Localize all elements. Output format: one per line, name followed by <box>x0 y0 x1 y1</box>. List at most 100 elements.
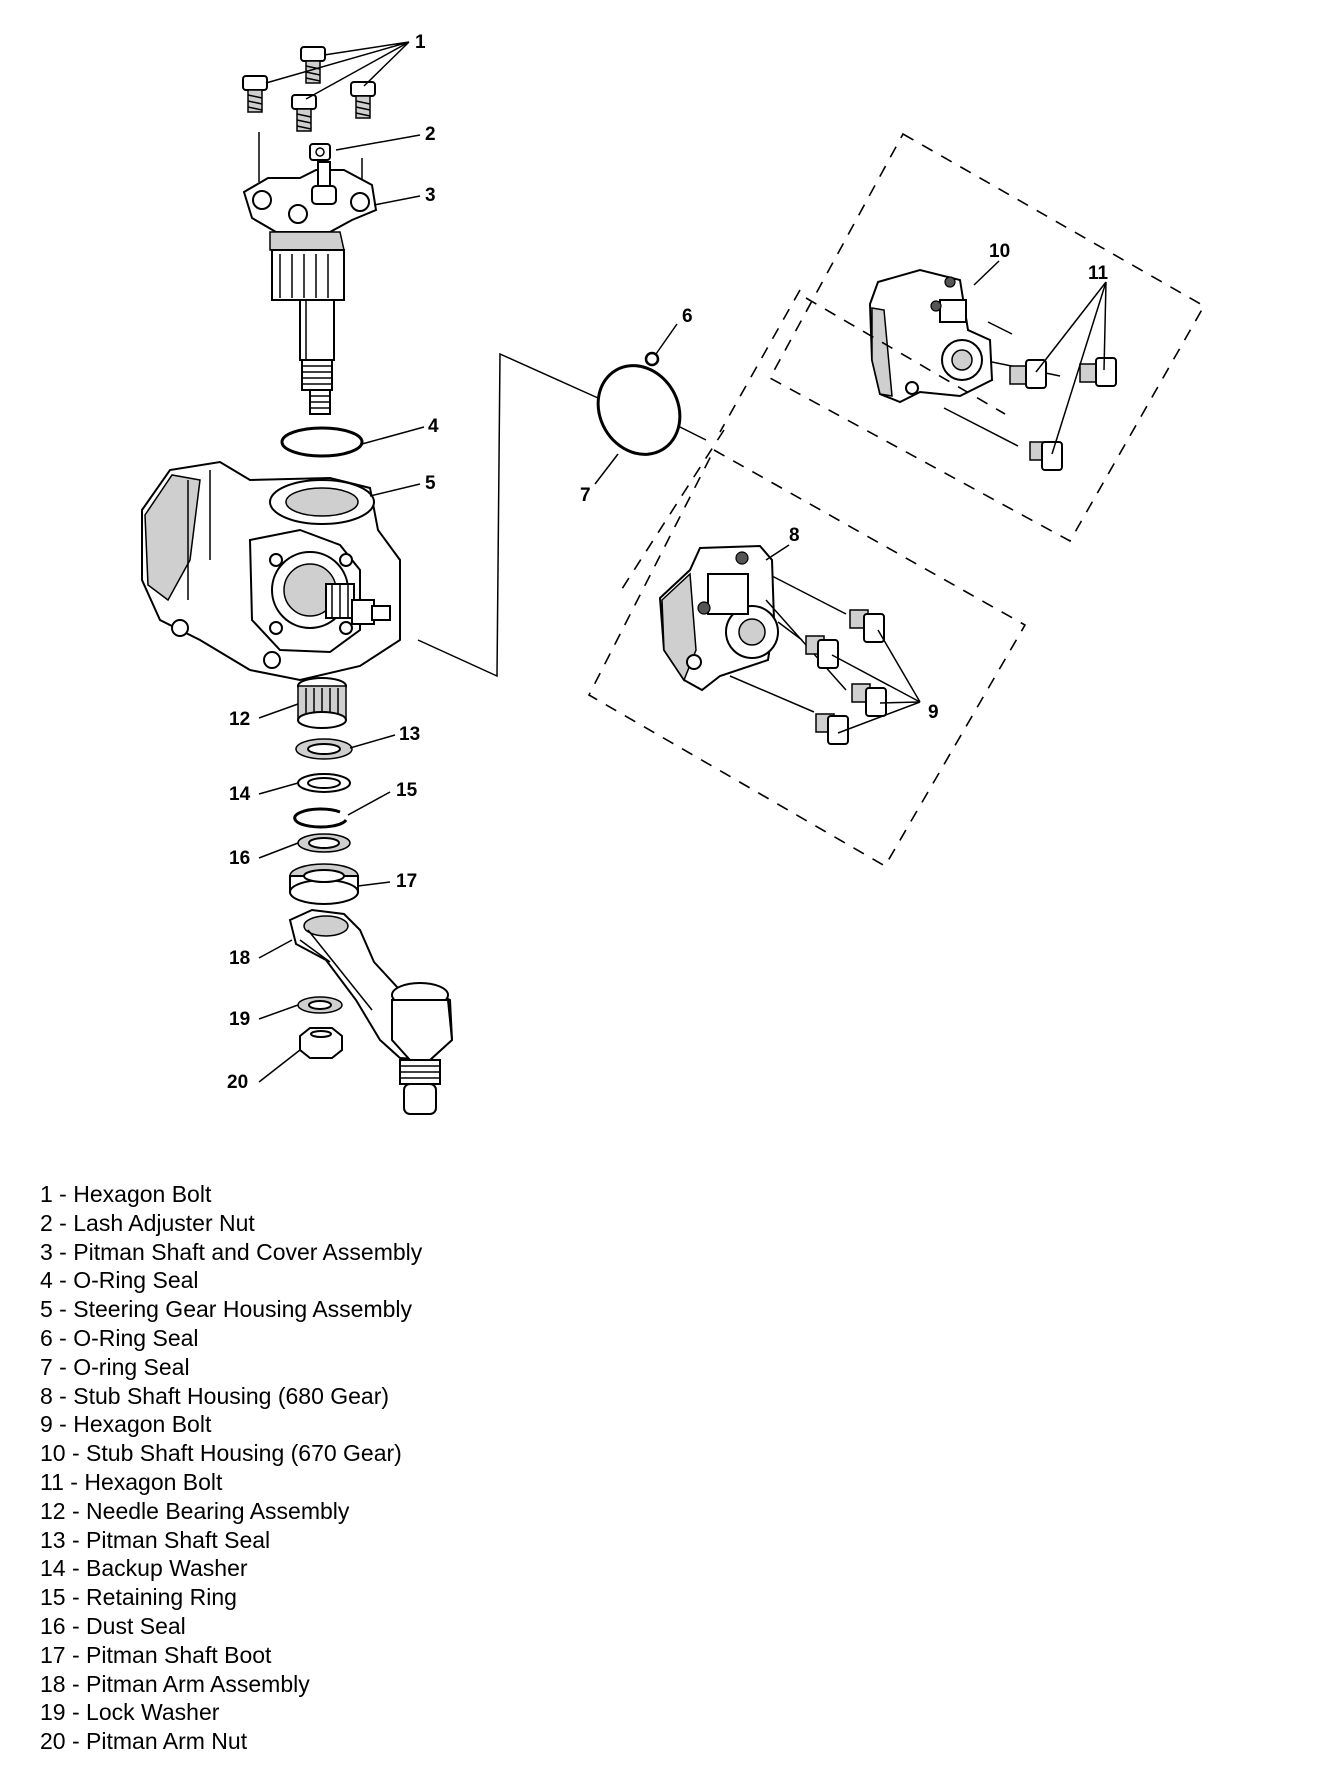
legend-item-number: 17 <box>40 1641 66 1668</box>
legend-item-label: Pitman Arm Assembly <box>86 1670 310 1697</box>
callout-15: 15 <box>396 780 418 801</box>
legend-separator: - <box>65 1641 87 1668</box>
legend-item-number: 15 <box>40 1584 66 1611</box>
legend-item-label: Steering Gear Housing Assembly <box>73 1296 413 1323</box>
legend-item-label: Lock Washer <box>86 1699 220 1726</box>
part-stub-shaft-housing-680 <box>658 544 779 692</box>
legend-item-label: Pitman Arm Nut <box>86 1728 248 1755</box>
legend-item: 16 - Dust Seal <box>40 1612 740 1641</box>
legend-item: 14 - Backup Washer <box>40 1554 740 1583</box>
legend-item: 15 - Retaining Ring <box>40 1583 740 1612</box>
legend-item-number: 13 <box>40 1526 66 1553</box>
bolt-icon <box>242 75 268 113</box>
legend-item: 8 - Stub Shaft Housing (680 Gear) <box>40 1382 740 1411</box>
legend-separator: - <box>65 1497 87 1524</box>
legend-item-label: Stub Shaft Housing (680 Gear) <box>73 1382 390 1409</box>
legend-item-number: 5 <box>40 1296 53 1323</box>
callout-5: 5 <box>425 473 436 494</box>
legend-item-label: Dust Seal <box>86 1612 186 1639</box>
part-o-ring-seal-6 <box>644 351 660 367</box>
legend-item-number: 6 <box>40 1324 53 1351</box>
legend-separator: - <box>52 1209 74 1236</box>
legend-item: 1 - Hexagon Bolt <box>40 1180 740 1209</box>
legend-item-number: 20 <box>40 1728 66 1755</box>
bolt-icon <box>1009 359 1047 389</box>
callout-19: 19 <box>229 1009 250 1030</box>
part-steering-gear-housing <box>141 460 401 682</box>
legend-item-label: Pitman Shaft and Cover Assembly <box>73 1238 423 1265</box>
legend-item-label: O-Ring Seal <box>73 1267 199 1294</box>
legend-item-number: 11 <box>40 1468 64 1495</box>
legend-separator: - <box>52 1238 74 1265</box>
legend-separator: - <box>52 1267 74 1294</box>
legend-item-label: Pitman Shaft Boot <box>86 1641 272 1668</box>
part-o-ring-seal-7 <box>596 364 682 456</box>
callout-17: 17 <box>396 871 417 892</box>
legend-separator: - <box>65 1526 87 1553</box>
connector-line <box>417 352 599 678</box>
legend-item-number: 16 <box>40 1612 66 1639</box>
legend-item-number: 19 <box>40 1699 66 1726</box>
callout-10: 10 <box>989 241 1010 262</box>
legend-separator: - <box>65 1584 87 1611</box>
callout-labels: 1 2 3 4 5 6 7 8 9 10 11 12 13 14 15 16 1… <box>227 32 1109 1093</box>
bolt-icon <box>350 81 376 119</box>
legend-item-number: 1 <box>40 1181 53 1207</box>
part-dust-seal <box>297 833 351 853</box>
part-retaining-ring <box>293 807 348 829</box>
part-pitman-arm-nut <box>299 1027 343 1059</box>
legend-item-label: O-Ring Seal <box>73 1324 199 1351</box>
legend-item-label: Hexagon Bolt <box>73 1181 212 1207</box>
legend-item: 18 - Pitman Arm Assembly <box>40 1670 740 1699</box>
bolt-icon <box>805 635 839 669</box>
legend-item: 3 - Pitman Shaft and Cover Assembly <box>40 1238 740 1267</box>
callout-18: 18 <box>229 948 250 969</box>
option-guide <box>619 289 1006 593</box>
legend-item: 17 - Pitman Shaft Boot <box>40 1641 740 1670</box>
callout-6: 6 <box>682 306 693 327</box>
part-backup-washer <box>297 773 351 793</box>
legend-item: 6 - O-Ring Seal <box>40 1324 740 1353</box>
legend-item-label: Backup Washer <box>86 1555 248 1582</box>
legend-item-label: Hexagon Bolt <box>84 1468 223 1495</box>
legend-item: 4 - O-Ring Seal <box>40 1266 740 1295</box>
legend-item-number: 12 <box>40 1497 66 1524</box>
legend-separator: - <box>52 1324 74 1351</box>
legend-item-label: Pitman Shaft Seal <box>86 1526 271 1553</box>
part-stub-shaft-housing-670 <box>868 268 994 404</box>
legend-item-number: 3 <box>40 1238 53 1265</box>
legend-item-number: 7 <box>40 1353 53 1380</box>
legend-separator: - <box>52 1296 74 1323</box>
legend-item: 13 - Pitman Shaft Seal <box>40 1526 740 1555</box>
callout-13: 13 <box>399 724 420 745</box>
legend-item-number: 2 <box>40 1209 53 1236</box>
legend-item: 19 - Lock Washer <box>40 1698 740 1727</box>
option-frame-680 <box>587 448 1027 868</box>
part-o-ring-seal-4 <box>280 426 364 458</box>
legend-item: 11 - Hexagon Bolt <box>40 1468 740 1497</box>
legend-item-number: 4 <box>40 1267 53 1294</box>
part-hexagon-bolts-11 <box>943 321 1117 471</box>
callout-9: 9 <box>928 702 939 723</box>
connector-line <box>677 425 707 441</box>
part-lock-washer <box>297 996 343 1014</box>
callout-8: 8 <box>789 525 800 546</box>
legend-item: 2 - Lash Adjuster Nut <box>40 1209 740 1238</box>
part-needle-bearing <box>297 677 347 729</box>
part-hexagon-bolts-9 <box>729 575 887 745</box>
callout-12: 12 <box>229 709 250 730</box>
legend-item-number: 9 <box>40 1411 53 1438</box>
option-frame-670 <box>768 132 1206 543</box>
legend-item-number: 8 <box>40 1382 53 1409</box>
legend-item: 10 - Stub Shaft Housing (670 Gear) <box>40 1439 740 1468</box>
leader-lines <box>258 41 1107 1083</box>
legend-separator: - <box>65 1612 87 1639</box>
callout-7: 7 <box>580 485 591 506</box>
legend-separator: - <box>65 1699 87 1726</box>
legend-separator: - <box>52 1382 74 1409</box>
part-lash-adjuster-nut <box>309 143 331 161</box>
part-pitman-shaft-boot <box>289 863 359 905</box>
legend-item-label: Hexagon Bolt <box>73 1411 212 1438</box>
legend-separator: - <box>65 1555 87 1582</box>
legend-separator: - <box>65 1440 87 1467</box>
